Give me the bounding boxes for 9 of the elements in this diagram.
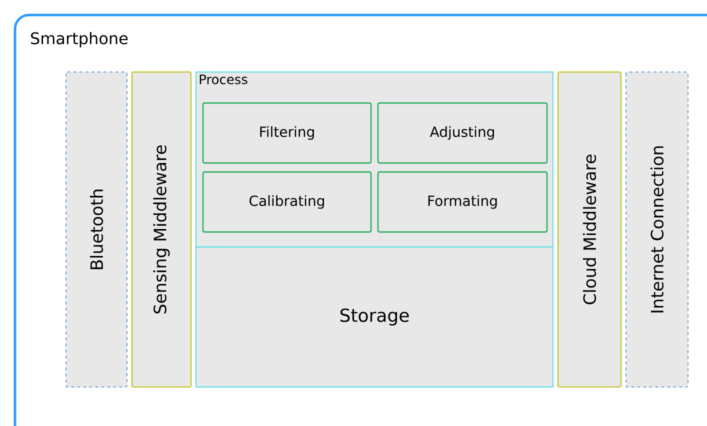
process-box: Calibrating	[202, 171, 372, 233]
storage-box: Storage	[195, 246, 554, 388]
middleware-panel: Cloud Middleware	[557, 71, 622, 388]
middleware-panel: Sensing Middleware	[131, 71, 192, 388]
connection-panel: Internet Connection	[626, 72, 688, 388]
connection-panel: Bluetooth	[66, 72, 128, 388]
process-box: Formating	[377, 171, 548, 233]
process-box: Filtering	[202, 102, 372, 164]
process-box: Adjusting	[377, 102, 548, 164]
